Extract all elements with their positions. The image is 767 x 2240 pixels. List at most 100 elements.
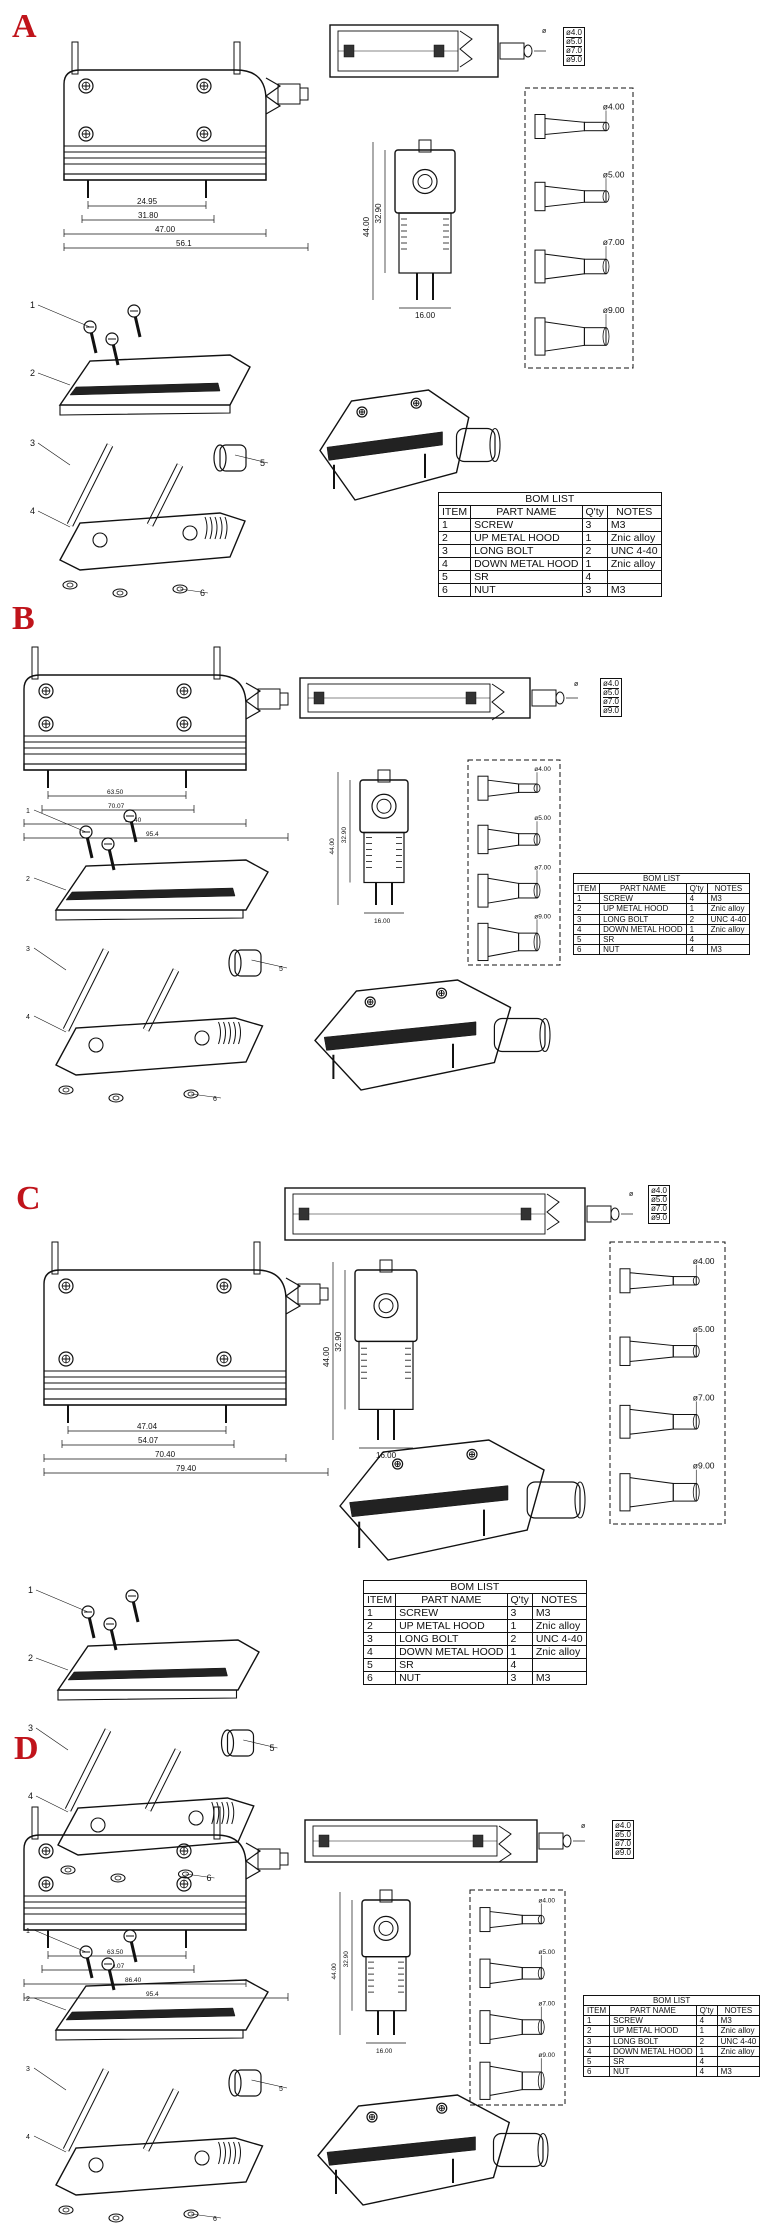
screw-head (38, 1843, 54, 1859)
lower-hood-relief (238, 2141, 241, 2165)
top-view-outline (304, 1819, 538, 1863)
boot-size-label: ø7.00 (534, 864, 551, 871)
nut (112, 2215, 120, 2221)
assembled-hood (339, 1439, 545, 1561)
callout-leader (33, 2135, 67, 2153)
long-bolt (145, 1748, 181, 1812)
top-view-relief (546, 1193, 560, 1231)
lower-hood-relief (218, 1021, 221, 1045)
dimension-label: 16.00 (376, 1451, 397, 1460)
end-view-head (361, 1899, 411, 1958)
nut (60, 1865, 76, 1875)
bom-cell: 1 (437, 518, 472, 533)
lower-hood-relief (209, 516, 213, 540)
lower-hood-relief (233, 2141, 236, 2165)
bom-cell: 3 (362, 1632, 397, 1647)
end-view-boot (418, 139, 432, 153)
bom-cell: 1 (506, 1645, 533, 1660)
bom-cell: 4 (685, 944, 708, 956)
dimension-label: 31.80 (138, 211, 159, 220)
callout-number: 1 (28, 1585, 33, 1595)
nut (112, 1095, 120, 1101)
top-view-screw (472, 1834, 484, 1848)
boot-tip (518, 932, 538, 952)
screw-head (38, 683, 54, 699)
boot-body (489, 2014, 523, 2041)
screw-head (196, 126, 212, 142)
callout-number: 2 (30, 368, 35, 378)
boot-tip (521, 1914, 542, 1925)
callout-number: 5 (260, 458, 265, 468)
callout-leader (35, 1589, 89, 1613)
boot-body (489, 1962, 523, 1985)
callout-number: 3 (28, 1723, 33, 1733)
nut (62, 580, 78, 590)
lower-hood-relief (231, 1801, 235, 1825)
lower-hood-relief (219, 516, 223, 540)
bolt-post (213, 646, 221, 680)
bom-cell: 1 (581, 531, 608, 546)
bom-cell: M3 (606, 518, 662, 533)
cable-boot (277, 83, 301, 105)
callout-number: 6 (200, 588, 205, 598)
lower-hood (57, 1797, 255, 1856)
callout-leader (243, 1739, 278, 1749)
end-view-head (354, 1269, 418, 1343)
bom-cell: 1 (582, 2015, 611, 2027)
assembled-boot (493, 1017, 546, 1053)
long-bolt (63, 948, 109, 1032)
lower-hood (55, 2137, 264, 2196)
assembled-grip (326, 431, 443, 461)
bom-cell: NUT (395, 1671, 508, 1686)
bom-cell: NUT (470, 583, 583, 598)
dimension-label: ø (542, 28, 547, 35)
callout-leader (33, 1015, 67, 1033)
nut (114, 1875, 122, 1881)
boot-tip (521, 1967, 542, 1980)
callout-leader (33, 2067, 67, 2091)
dimension-label: 44.00 (322, 1346, 331, 1367)
bom-cell: UNC 4-40 (706, 913, 751, 925)
top-view-screw (520, 1207, 532, 1221)
bom-cell: M3 (716, 2066, 761, 2078)
end-view-boot (379, 1259, 393, 1273)
bom-cell: 5 (582, 2055, 611, 2068)
assembled-jackscrew (335, 2158, 454, 2194)
boot-size-label: ø9.00 (534, 913, 551, 920)
bom-cell (531, 1658, 587, 1673)
bom-cell: 1 (695, 2045, 718, 2057)
bom-header: NOTES (531, 1592, 587, 1608)
bolt-post (71, 41, 79, 75)
callout-number: 2 (28, 1653, 33, 1663)
boot-size-label: ø5.00 (534, 815, 551, 822)
lower-hood-relief (233, 1021, 236, 1045)
callout-number: 1 (30, 300, 35, 310)
callout-number: 6 (207, 1873, 212, 1883)
nut (64, 1867, 72, 1873)
assembled-jackscrew (332, 1043, 454, 1079)
lower-hood-boss (90, 1817, 106, 1833)
boot-body (544, 321, 585, 352)
top-view-outline (284, 1187, 586, 1241)
upper-hood-grip (67, 1667, 228, 1681)
top-view-cable (610, 1207, 620, 1221)
boot-flange (479, 2010, 491, 2044)
bolt-post (233, 41, 241, 75)
dimension-label: ø (581, 1823, 586, 1830)
top-view-cable (523, 44, 533, 58)
hood-outline (63, 69, 267, 181)
bom-cell: 1 (572, 893, 601, 905)
end-view-port (417, 174, 433, 189)
bom-cell: 4 (695, 2066, 718, 2078)
top-view-boot (531, 689, 557, 707)
nut (116, 590, 124, 596)
nut (187, 1091, 195, 1097)
